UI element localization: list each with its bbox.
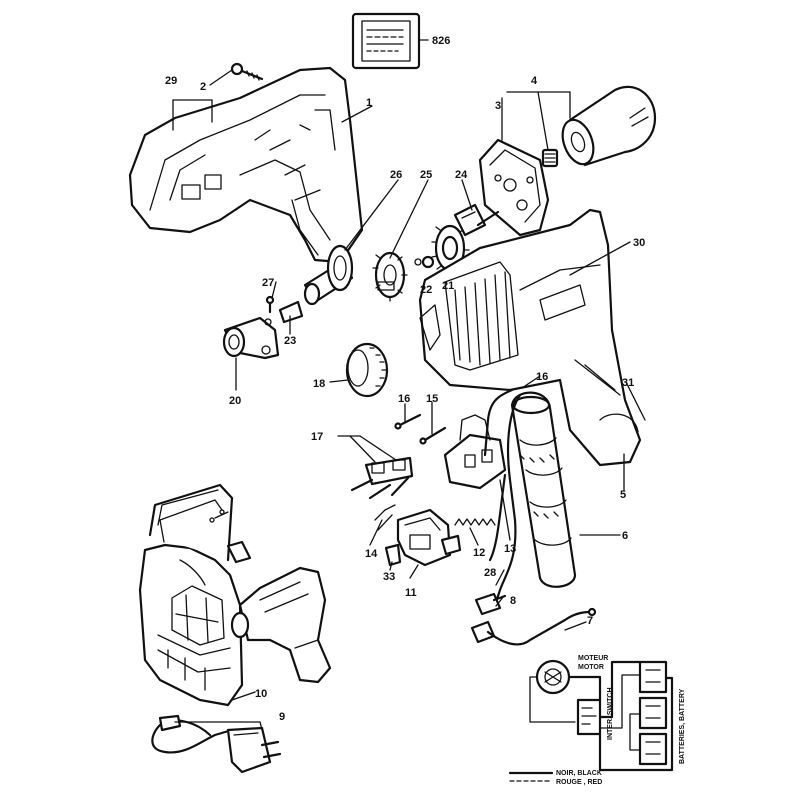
- part-24-gear: [453, 203, 500, 237]
- part-2-screw: [230, 62, 264, 81]
- label-18: 18: [313, 378, 325, 390]
- part-25-gear: [372, 251, 408, 302]
- part-14-spring-clip: [374, 504, 396, 531]
- legend-black: NOIR, BLACK: [556, 770, 602, 777]
- part-10-charger-base: [138, 483, 252, 707]
- drill-in-charger: [230, 566, 332, 684]
- part-826-manual: [351, 12, 429, 70]
- part-7-lead: [470, 607, 597, 646]
- label-17: 17: [311, 431, 323, 443]
- part-18-ring: [345, 342, 389, 398]
- label-28: 28: [484, 567, 496, 579]
- label-11: 11: [405, 587, 417, 599]
- schematic-motor: MOTOR: [578, 664, 604, 671]
- label-20: 20: [229, 395, 241, 407]
- label-16a: 16: [536, 371, 548, 383]
- part-23-contact: [278, 300, 304, 324]
- label-21: 21: [442, 280, 454, 292]
- label-27: 27: [262, 277, 274, 289]
- schematic-inter-switch: INTER. SWITCH: [607, 688, 614, 741]
- part-16-pin: [394, 413, 422, 430]
- wiring: [483, 388, 522, 607]
- part-6-battery-pack: [510, 391, 577, 588]
- label-22: 22: [420, 284, 432, 296]
- legend-red: ROUGE , RED: [556, 779, 602, 786]
- part-11-switch: [396, 508, 462, 567]
- label-26: 26: [390, 169, 402, 181]
- part-3-end-plate: [478, 138, 550, 237]
- part-33-lever: [384, 543, 402, 567]
- part-12-spring: [454, 518, 496, 526]
- label-9: 9: [279, 711, 285, 723]
- schematic-batteries: BATTERIES, BATTERY: [679, 688, 686, 764]
- part-26-gear-shaft: [303, 244, 354, 306]
- label-5: 5: [620, 489, 626, 501]
- label-12: 12: [473, 547, 485, 559]
- label-7: 7: [587, 615, 593, 627]
- label-8: 8: [510, 595, 516, 607]
- label-30: 30: [633, 237, 645, 249]
- label-25: 25: [420, 169, 432, 181]
- label-15: 15: [426, 393, 438, 405]
- label-3: 3: [495, 100, 501, 112]
- part-22-washer: [414, 255, 435, 269]
- label-23: 23: [284, 335, 296, 347]
- leader-lines: [172, 69, 646, 731]
- part-4-motor: [541, 85, 657, 168]
- callout-labels: 826 29 2 1 4 3 26 25 24 30 22 21 27 23 1…: [165, 35, 645, 723]
- part-20-chuck-bush: [222, 316, 280, 360]
- label-2: 2: [200, 81, 206, 93]
- label-33: 33: [383, 571, 395, 583]
- label-29: 29: [165, 75, 177, 87]
- part-8-connector: [474, 592, 507, 616]
- part-1-housing-half: [128, 66, 364, 264]
- label-4: 4: [531, 75, 538, 87]
- schematic-moteur: MOTEUR: [578, 655, 608, 662]
- part-13-terminal-block: [443, 414, 507, 490]
- label-6: 6: [622, 530, 628, 542]
- label-1: 1: [366, 97, 372, 109]
- label-826: 826: [432, 35, 450, 47]
- label-14: 14: [365, 548, 378, 560]
- label-13: 13: [504, 543, 516, 555]
- part-27-screw: [265, 295, 275, 314]
- part-15-pin: [419, 426, 447, 445]
- part-17-contacts: [350, 456, 414, 500]
- label-16b: 16: [398, 393, 410, 405]
- part-30-housing-body: [418, 208, 642, 467]
- label-24: 24: [455, 169, 468, 181]
- label-31: 31: [622, 377, 634, 389]
- part-9-charger-cord: [151, 714, 282, 774]
- label-10: 10: [255, 688, 267, 700]
- schematic-labels: MOTEUR MOTOR INTER. SWITCH BATTERIES, BA…: [556, 655, 686, 786]
- wiring-schematic: [508, 659, 674, 782]
- gear-train: [303, 203, 500, 306]
